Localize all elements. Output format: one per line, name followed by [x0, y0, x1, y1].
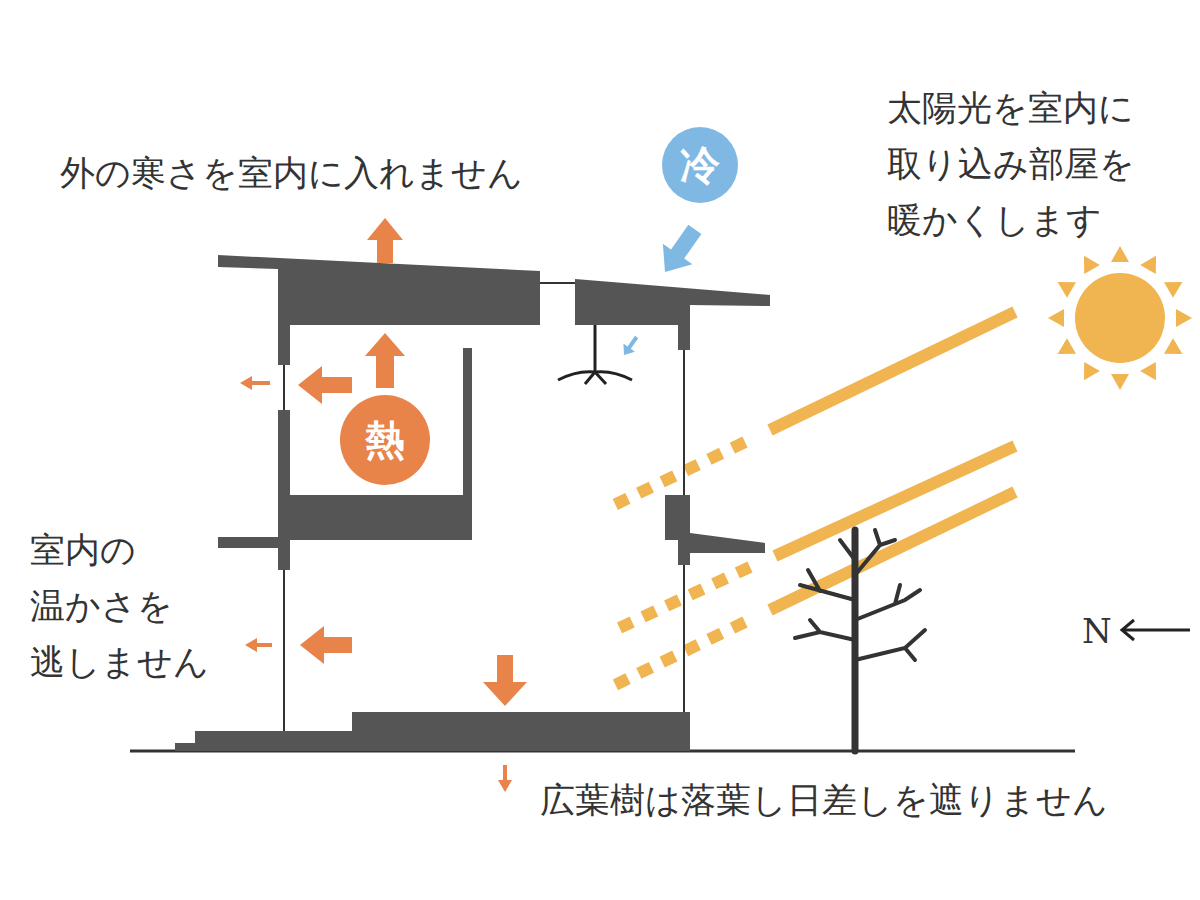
house-section — [175, 255, 770, 751]
cold-arrow — [650, 219, 709, 282]
window-lines — [284, 283, 684, 731]
annotation-label: N — [1082, 604, 1112, 658]
annotation-label: 外の寒さを室内に入れません — [60, 145, 523, 201]
north-arrow — [1122, 620, 1190, 640]
annotation-label: 太陽光を室内に 取り込み部屋を 暖かくします — [887, 80, 1150, 248]
sun-rays — [610, 312, 1015, 685]
deciduous-tree — [795, 530, 925, 751]
temperature-circle: 熱 — [340, 395, 430, 485]
annotation-label: 室内の 温かさを 逃しません — [30, 522, 223, 690]
ceiling-fan — [558, 325, 632, 384]
temperature-circle: 冷 — [662, 127, 738, 203]
circle-label: 冷 — [680, 143, 720, 187]
cold-arrow-small — [618, 333, 642, 359]
circle-label: 熱 — [365, 418, 405, 462]
heat-arrows — [240, 218, 527, 792]
sun — [1048, 246, 1192, 390]
annotation-label: 広葉樹は落葉し日差しを遮りません — [540, 772, 1108, 828]
